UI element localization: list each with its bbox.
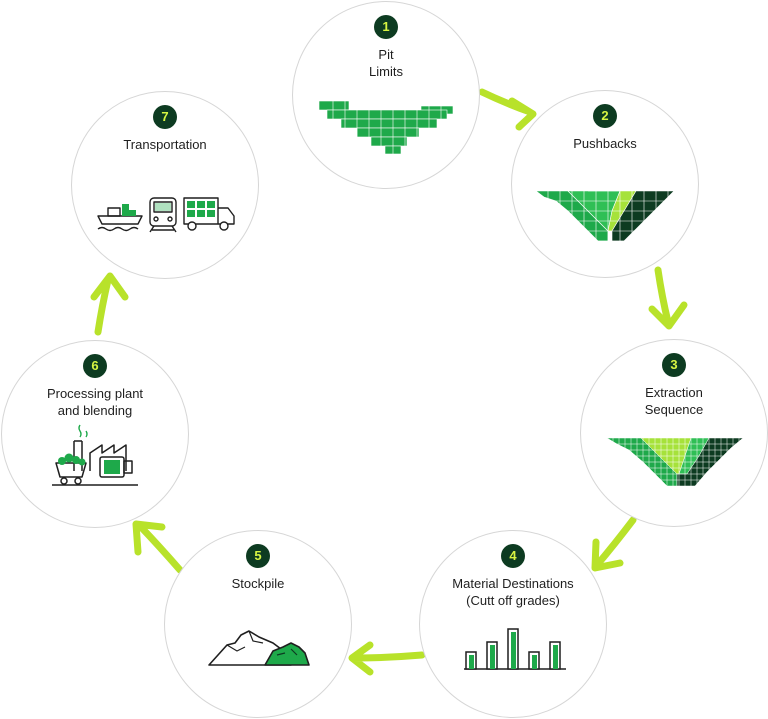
bar-chart-icon	[464, 628, 566, 670]
arrow-1-to-2	[478, 88, 537, 131]
arrow-4-to-5	[348, 641, 426, 676]
step-3-label: Extraction Sequence	[644, 385, 704, 417]
step-2-badge: 2	[593, 104, 617, 128]
step-3-circle: 3 Extraction Sequence	[580, 339, 768, 527]
arrow-5-to-6	[132, 520, 184, 574]
step-7-circle: 7 Transportation	[71, 91, 259, 279]
step-7-badge: 7	[153, 105, 177, 129]
step-6-badge: 6	[83, 354, 107, 378]
step-2-label: Pushbacks	[573, 136, 637, 151]
step-3-badge: 3	[662, 353, 686, 377]
arrow-3-to-4	[591, 516, 637, 572]
step-5-badge: 5	[246, 544, 270, 568]
step-7-label: Transportation	[123, 137, 207, 152]
arrow-2-to-3	[648, 266, 688, 330]
step-1-label: Pit Limits	[369, 47, 403, 79]
pushbacks-icon	[535, 190, 675, 242]
step-4-badge: 4	[501, 544, 525, 568]
step-1-badge: 1	[374, 15, 398, 39]
step-4-circle: 4 Material Destinations (Cutt off grades…	[419, 530, 607, 718]
train-icon	[149, 197, 177, 233]
extraction-sequence-icon	[606, 437, 744, 487]
step-6-circle: 6 Processing plant and blending	[1, 340, 189, 528]
step-2-circle: 2 Pushbacks	[511, 90, 699, 278]
transportation-icon	[97, 197, 235, 233]
open-pit-icon	[318, 100, 454, 155]
processing-plant-icon	[52, 424, 138, 486]
stockpile-icon	[208, 630, 310, 666]
step-1-circle: 1 Pit Limits	[292, 1, 480, 189]
truck-icon	[183, 197, 235, 231]
step-5-circle: 5 Stockpile	[164, 530, 352, 718]
step-5-label: Stockpile	[231, 576, 285, 591]
step-6-label: Processing plant and blending	[46, 386, 144, 418]
arrow-6-to-7	[90, 272, 129, 336]
step-4-label: Material Destinations (Cutt off grades)	[452, 576, 574, 608]
